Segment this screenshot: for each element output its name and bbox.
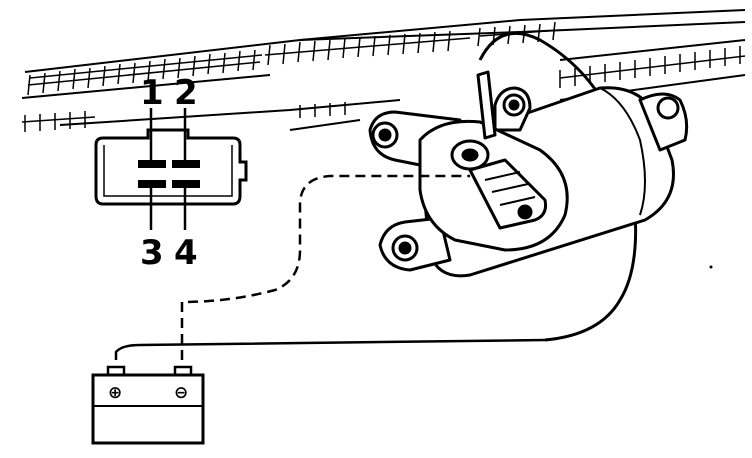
battery-negative-symbol: ⊖	[174, 383, 188, 403]
battery-post-positive	[106, 365, 126, 375]
connector-pinout: 1 2 3 4	[94, 73, 248, 273]
connector-pin-1	[138, 160, 166, 168]
connector-pin-2	[172, 160, 200, 168]
solid-lead-wire	[114, 338, 546, 360]
connector-housing	[94, 128, 248, 206]
battery: ⊕ ⊖	[91, 365, 205, 445]
pin-label-2: 2	[174, 73, 198, 113]
connector-housing-inner	[103, 145, 233, 197]
connector-pin-4	[172, 180, 200, 188]
battery-case	[91, 373, 205, 445]
pin-label-1: 1	[140, 73, 164, 113]
wiper-motor	[368, 31, 689, 342]
battery-post-negative	[173, 365, 193, 375]
print-speck	[709, 265, 713, 269]
battery-positive-symbol: ⊕	[108, 383, 122, 403]
crank-arm	[476, 70, 497, 140]
hatching-panel-lower	[21, 46, 746, 132]
plug-terminal	[517, 204, 533, 220]
connector-pin-3	[138, 180, 166, 188]
pin-label-4: 4	[174, 233, 198, 273]
pin-label-3: 3	[140, 233, 164, 273]
motor-end-bolt	[656, 96, 680, 120]
